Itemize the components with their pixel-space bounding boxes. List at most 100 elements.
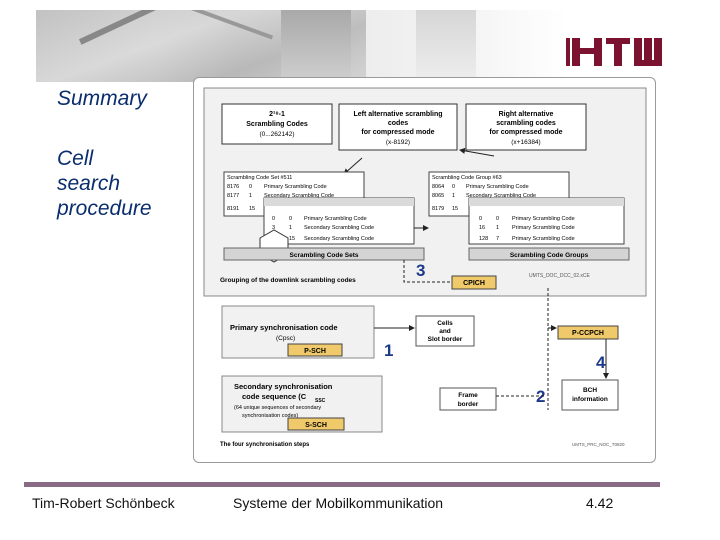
code-group-cell: 8065	[432, 193, 444, 199]
frame-border-box	[439, 387, 497, 411]
header-banner	[36, 10, 700, 82]
inner-right-cell: Primary Scrambling Code	[512, 216, 575, 222]
pccpch-label: P-CCPCH	[572, 330, 604, 337]
inner-cell: Secondary Scrambling Code	[304, 225, 374, 231]
ref-bottom: UMTS_PRC_NOC_T0820	[572, 442, 625, 447]
htw-logo-mark	[566, 38, 662, 66]
arrow-right-alt	[459, 147, 495, 157]
dashed-arrow-step3	[403, 260, 450, 283]
ssc-line2: code sequence (C	[242, 392, 307, 401]
box-left-alt-line3: for compressed mode	[361, 129, 434, 136]
code-group-header: Scrambling Code Group #63	[432, 175, 502, 181]
topic-line-search: search	[57, 172, 121, 195]
box-scrambling-codes-line1: 2¹⁸-1	[269, 111, 285, 118]
code-group-inner-table: 0 0 Primary Scrambling Code 16 1 Primary…	[468, 197, 625, 245]
box-scrambling-codes-line2: Scrambling Codes	[246, 121, 308, 128]
arrow-left-alt	[343, 157, 363, 175]
box-right-alt-line1: Right alternative	[499, 111, 554, 118]
code-set-cell: Primary Scrambling Code	[264, 184, 327, 190]
code-groups-bar	[468, 247, 630, 261]
ssc-line1: Secondary synchronisation	[234, 382, 333, 391]
inner-cell: Primary Scrambling Code	[304, 216, 367, 222]
bch-box	[561, 379, 619, 411]
code-set-cell: 0	[249, 184, 252, 190]
box-scrambling-codes	[221, 103, 333, 145]
code-group-cell: 8179	[432, 206, 444, 212]
step-2-label: 2	[536, 387, 545, 406]
code-sets-bar	[223, 247, 425, 261]
htw-logo	[566, 30, 686, 82]
ssc-subscript: SSC	[315, 398, 326, 404]
ssch-label: S-SCH	[305, 422, 327, 429]
inner-right-cell: Primary Scrambling Code	[512, 225, 575, 231]
inner-cell: 0	[289, 216, 292, 222]
frame-line1: Frame	[458, 392, 478, 399]
box-scrambling-codes-line3: (0...262142)	[259, 131, 294, 138]
bch-line1: BCH	[583, 387, 597, 394]
step-1-label: 1	[384, 341, 393, 360]
inner-right-cell: 16	[479, 225, 485, 231]
psc-line1: Primary synchronisation code	[230, 323, 338, 332]
cell-search-diagram: 2¹⁸-1 Scrambling Codes (0...262142) Left…	[193, 77, 656, 463]
inner-right-cell: 0	[479, 216, 482, 222]
psch-box	[287, 343, 343, 357]
inner-cell: 0	[272, 216, 275, 222]
code-set-inner-table: 0 0 Primary Scrambling Code 3 1 Secondar…	[263, 197, 415, 245]
ssc-line3: (64 unique sequences of secondary	[234, 405, 321, 411]
code-group-cell: 1	[452, 193, 455, 199]
box-right-alt-line4: (x+16384)	[511, 139, 540, 146]
box-right-alt-line2: scrambling codes	[496, 120, 556, 127]
diagram-svg: 2¹⁸-1 Scrambling Codes (0...262142) Left…	[203, 87, 647, 448]
inner-cell: 15	[289, 236, 295, 242]
summary-label: Summary	[57, 87, 147, 110]
code-group-cell: Primary Scrambling Code	[466, 184, 529, 190]
cpich-label: CPICH	[463, 280, 485, 287]
code-set-cell: 8176	[227, 184, 239, 190]
inner-right-cell: 7	[496, 236, 499, 242]
cells-line3: Slot border	[428, 336, 463, 343]
cells-line1: Cells	[437, 320, 453, 327]
inner-cell: 1	[289, 225, 292, 231]
frame-line2: border	[458, 401, 479, 408]
ref-top: UMTS_DOC_DCC_02.xCE	[529, 273, 591, 279]
topic-line-procedure: procedure	[57, 197, 152, 220]
cpich-box	[451, 275, 497, 290]
banner-building	[281, 10, 351, 82]
code-set-cell: 8191	[227, 206, 239, 212]
step-4-label: 4	[596, 353, 606, 372]
label-code-sets: Scrambling Code Sets	[290, 252, 359, 259]
bch-line2: information	[572, 396, 608, 403]
ssch-box	[287, 417, 345, 431]
box-left-alt-line1: Left alternative scrambling	[353, 111, 442, 118]
footer-course: Systeme der Mobilkommunikation	[233, 495, 444, 511]
code-group-cell: 15	[452, 206, 458, 212]
code-set-header: Scrambling Code Set #511	[227, 175, 292, 181]
label-grouping: Grouping of the downlink scrambling code…	[220, 277, 356, 284]
inner-cell: 3	[272, 225, 275, 231]
code-group-cell: 8064	[432, 184, 444, 190]
cells-line2: and	[439, 328, 451, 335]
inner-right-cell: 128	[479, 236, 488, 242]
psc-line2: (Cpsc)	[276, 335, 295, 342]
code-set-cell: 15	[249, 206, 255, 212]
banner-building	[416, 10, 476, 82]
box-left-alt-line2: codes	[388, 120, 408, 127]
inner-right-cell: Primary Scrambling Code	[512, 236, 575, 242]
footer-divider	[24, 482, 660, 487]
code-set-cell: Secondary Scrambling Code	[264, 193, 334, 199]
inner-cell: Secondary Scrambling Code	[304, 236, 374, 242]
step-3-label: 3	[416, 261, 425, 280]
ssc-line4: synchronisation codes)	[242, 413, 298, 419]
cells-box	[415, 315, 475, 347]
psch-label: P-SCH	[304, 348, 326, 355]
box-right-alt-line3: for compressed mode	[489, 129, 562, 136]
footer-author: Tim-Robert Schönbeck	[32, 495, 175, 511]
inner-right-cell: 1	[496, 225, 499, 231]
code-group-cell: 0	[452, 184, 455, 190]
footer-page-number: 4.42	[586, 495, 614, 511]
code-set-cell: 8177	[227, 193, 239, 199]
box-right-alternative	[465, 103, 587, 151]
box-left-alt-line4: (x-8192)	[386, 139, 410, 146]
topic-line-cell: Cell	[57, 147, 94, 170]
label-code-groups: Scrambling Code Groups	[510, 252, 589, 259]
